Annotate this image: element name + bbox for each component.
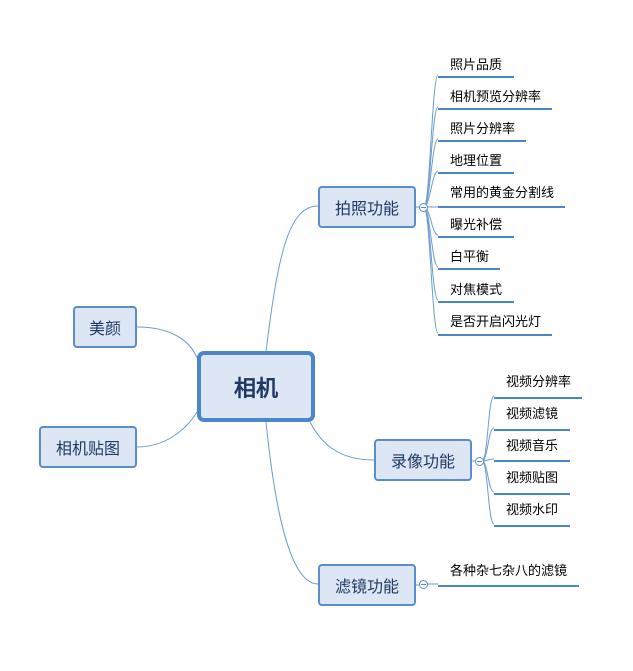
leaf-underline — [438, 301, 514, 303]
leaf-underline — [438, 140, 526, 142]
leaf-underline — [438, 236, 514, 238]
topic-beauty[interactable]: 美颜 — [73, 306, 137, 348]
leaf-underline — [438, 108, 552, 110]
leaf-underline — [494, 397, 582, 399]
leaf-video-music[interactable]: 视频音乐 — [506, 439, 559, 454]
leaf-golden-grid[interactable]: 常用的黄金分割线 — [450, 186, 555, 201]
leaf-white-balance[interactable]: 白平衡 — [450, 250, 490, 265]
leaf-underline — [494, 429, 570, 431]
leaf-video-filter[interactable]: 视频滤镜 — [506, 407, 559, 422]
leaf-underline — [494, 493, 570, 495]
branch-video[interactable]: 录像功能 — [374, 439, 472, 481]
leaf-video-watermark[interactable]: 视频水印 — [506, 503, 559, 518]
leaf-underline — [494, 460, 570, 462]
leaf-photo-quality[interactable]: 照片品质 — [450, 58, 503, 73]
collapse-filter-icon[interactable] — [419, 580, 428, 589]
leaf-exposure-compensation[interactable]: 曝光补偿 — [450, 218, 503, 233]
leaf-flash-toggle[interactable]: 是否开启闪光灯 — [450, 315, 542, 330]
branch-filter[interactable]: 滤镜功能 — [318, 564, 416, 606]
collapse-photo-icon[interactable] — [419, 203, 428, 212]
branch-photo[interactable]: 拍照功能 — [318, 186, 416, 228]
leaf-underline — [438, 585, 579, 587]
leaf-geo-location[interactable]: 地理位置 — [450, 154, 503, 169]
leaf-underline — [438, 76, 514, 78]
leaf-preview-resolution[interactable]: 相机预览分辨率 — [450, 90, 542, 105]
leaf-assorted-filters[interactable]: 各种杂七杂八的滤镜 — [450, 564, 568, 579]
leaf-underline — [438, 334, 552, 336]
leaf-video-resolution[interactable]: 视频分辨率 — [506, 375, 572, 390]
leaf-underline — [494, 525, 570, 527]
central-topic[interactable]: 相机 — [197, 351, 315, 422]
topic-camera-sticker[interactable]: 相机贴图 — [39, 426, 137, 468]
leaf-photo-resolution[interactable]: 照片分辨率 — [450, 122, 516, 137]
leaf-video-sticker[interactable]: 视频贴图 — [506, 471, 559, 486]
leaf-underline — [438, 206, 565, 208]
leaf-underline — [438, 172, 514, 174]
leaf-underline — [438, 268, 500, 270]
leaf-focus-mode[interactable]: 对焦模式 — [450, 283, 503, 298]
collapse-video-icon[interactable] — [475, 457, 484, 466]
